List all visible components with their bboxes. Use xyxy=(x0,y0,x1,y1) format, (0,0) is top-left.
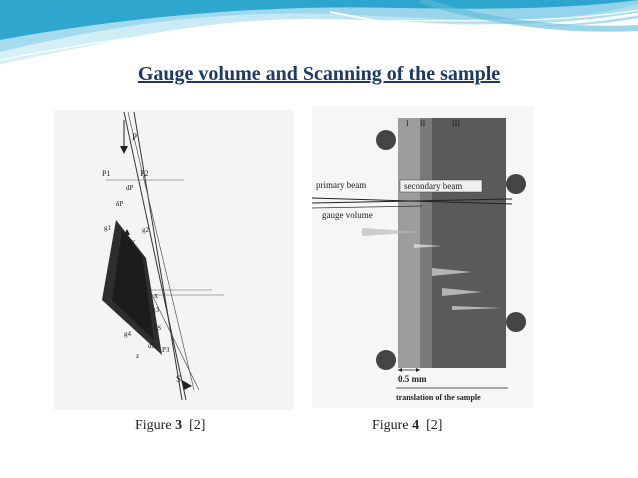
figure-3-caption-ref: [2] xyxy=(182,418,206,433)
zone-label-II: II xyxy=(420,119,426,128)
figure-4-diagram: I II III primary beam secondary beam gau… xyxy=(312,106,534,408)
label-secondary-beam: secondary beam xyxy=(404,181,462,191)
figure-3-diagram: P P1 P2 dP δP g1 g2 y x g3 δS g4 dS P3 z… xyxy=(54,110,294,410)
label-translation: translation of the sample xyxy=(396,393,481,402)
fig3-label-y: y xyxy=(131,237,135,246)
zone-label-I: I xyxy=(406,119,409,128)
figure-4-caption-ref: [2] xyxy=(419,418,443,433)
fig3-label-P3: P3 xyxy=(162,346,170,354)
fig3-label-dP: dP xyxy=(126,184,134,192)
fig3-label-S: S xyxy=(176,374,181,384)
fig3-label-P: P xyxy=(132,132,137,142)
label-scale: 0.5 mm xyxy=(398,374,427,384)
slide-title: Gauge volume and Scanning of the sample xyxy=(137,63,501,85)
fig3-label-P1: P1 xyxy=(102,169,110,178)
label-gauge-volume: gauge volume xyxy=(322,210,373,220)
fig3-label-deltaS: δS xyxy=(154,324,161,332)
zone-I xyxy=(398,118,420,368)
fig3-label-g1: g1 xyxy=(104,224,112,232)
fig3-label-g2: g2 xyxy=(142,226,150,234)
zone-II xyxy=(420,118,432,368)
fig3-label-x: x xyxy=(154,291,158,300)
figure-4-caption-number: 4 xyxy=(412,418,420,433)
header-banner xyxy=(0,0,638,68)
fig3-label-g4: g4 xyxy=(124,330,132,338)
fig3-label-deltaP: δP xyxy=(116,200,123,208)
zone-III xyxy=(432,118,506,368)
zone-label-III: III xyxy=(452,119,460,128)
figure-3-caption: Figure 3 [2] xyxy=(135,418,205,434)
figure-4-caption: Figure 4 [2] xyxy=(372,418,442,434)
figure-3-caption-number: 3 xyxy=(175,418,183,433)
label-primary-beam: primary beam xyxy=(316,180,366,190)
fig3-label-g3: g3 xyxy=(152,306,160,314)
fig3-label-z: z xyxy=(136,352,139,360)
figure-4-caption-prefix: Figure xyxy=(372,418,413,433)
fig3-label-dS: dS xyxy=(148,342,156,350)
figure-3-caption-prefix: Figure xyxy=(135,418,176,433)
fig3-label-P2: P2 xyxy=(140,169,148,178)
